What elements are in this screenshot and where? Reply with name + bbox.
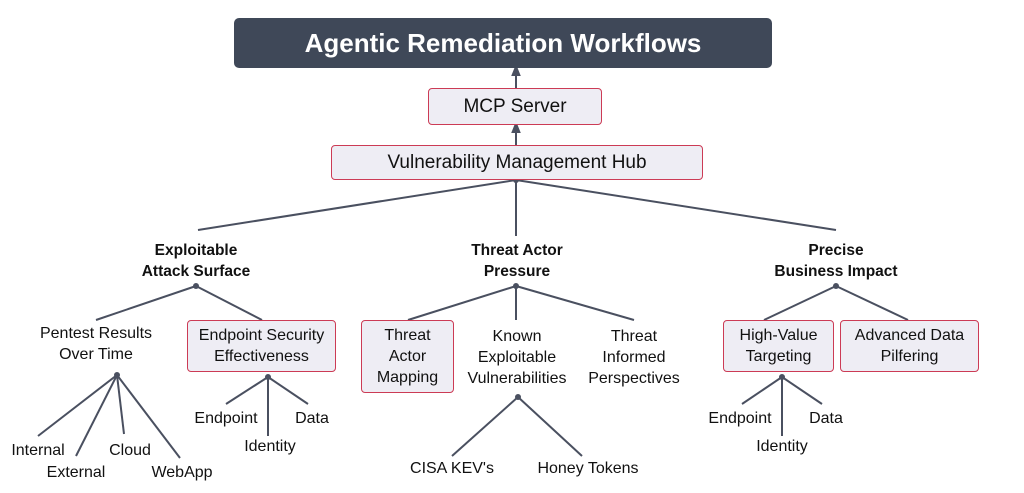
webapp-label: WebApp [151, 464, 213, 481]
targeting-endpoint-label: Endpoint [708, 410, 772, 427]
hub-label: Vulnerability Management Hub [387, 152, 647, 173]
external-label: External [46, 464, 106, 481]
title-text: Agentic Remediation Workflows [304, 27, 702, 58]
edge-data-targeting [781, 376, 823, 405]
es-identity-label: Identity [244, 438, 296, 455]
endpoint-security-label: Endpoint Security Effectiveness [198, 327, 325, 365]
threat-mapping-label: Threat Actor Mapping [376, 327, 439, 386]
impact-title: Precise Business Impact [774, 242, 898, 280]
junction-targeting [779, 374, 785, 380]
targeting-data-label: Data [809, 410, 843, 427]
edge-surface-hub [197, 179, 517, 231]
edge-informed-threat [515, 285, 635, 321]
edge-data-es [267, 376, 309, 405]
edge-endpoint-security-surface [195, 285, 263, 321]
edge-targeting-impact [763, 285, 837, 321]
junction-endpoint-security [265, 374, 271, 380]
junction-known [515, 394, 521, 400]
junction-impact [833, 283, 839, 289]
mcp-server-label: MCP Server [463, 96, 567, 117]
surface-title: Exploitable Attack Surface [141, 242, 251, 280]
edge-external-pentest [75, 374, 118, 457]
threat-title: Threat Actor Pressure [471, 242, 563, 280]
pentest-label: Pentest Results Over Time [39, 325, 153, 363]
endpoint-security-box: Endpoint Security Effectiveness [187, 320, 336, 372]
threat-mapping-box: Threat Actor Mapping [361, 320, 454, 393]
cloud-label: Cloud [109, 442, 151, 459]
es-endpoint-label: Endpoint [194, 410, 258, 427]
known-label: Known Exploitable Vulnerabilities [467, 328, 567, 387]
edge-endpoint-es [225, 376, 269, 405]
targeting-box: High-Value Targeting [723, 320, 834, 372]
cisa-label: CISA KEV's [410, 460, 494, 477]
targeting-identity-label: Identity [756, 438, 808, 455]
es-data-label: Data [295, 410, 329, 427]
internal-label: Internal [11, 442, 65, 459]
edge-pentest-surface [95, 285, 197, 321]
edge-honey-known [517, 396, 583, 457]
edge-mapping-threat [407, 285, 517, 321]
edge-pilfering-impact [835, 285, 909, 321]
edge-cloud-pentest [116, 374, 125, 435]
junction-threat [513, 283, 519, 289]
mcp-server-box: MCP Server [428, 88, 602, 125]
edge-impact-hub [515, 179, 837, 231]
informed-label: Threat Informed Perspectives [588, 328, 680, 387]
hub-box: Vulnerability Management Hub [331, 145, 703, 180]
edge-webapp-pentest [116, 374, 181, 459]
pilfering-label: Advanced Data Pilfering [854, 327, 965, 365]
edge-cisa-known [451, 396, 519, 457]
pilfering-box: Advanced Data Pilfering [840, 320, 979, 372]
title-box: Agentic Remediation Workflows [234, 18, 772, 68]
honey-label: Honey Tokens [537, 460, 639, 477]
junction-surface [193, 283, 199, 289]
junction-pentest [114, 372, 120, 378]
edge-endpoint-targeting [741, 376, 783, 405]
targeting-label: High-Value Targeting [739, 327, 818, 365]
edge-internal-pentest [37, 374, 118, 437]
